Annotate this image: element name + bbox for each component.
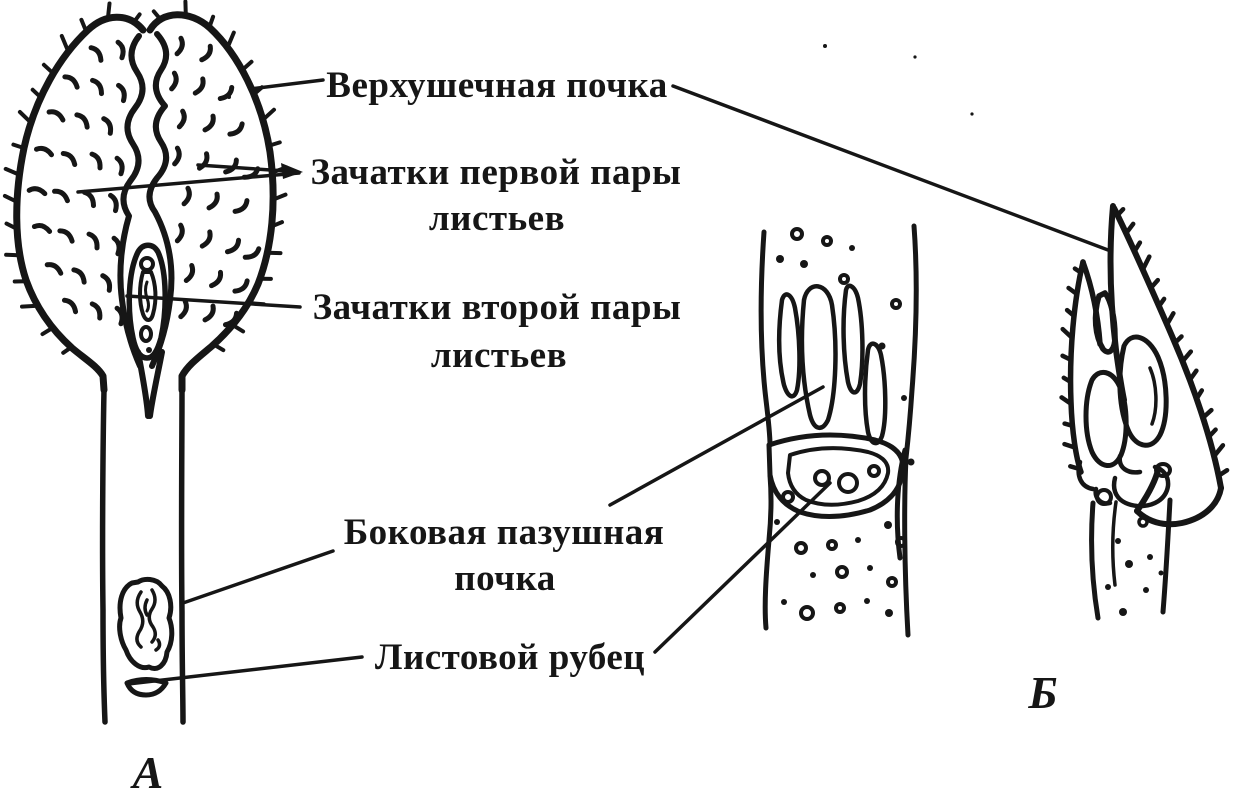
lateral-axillary-bud bbox=[117, 576, 175, 671]
twig-with-leaf-scar-drawing bbox=[758, 223, 919, 638]
twig-lenticels bbox=[774, 227, 915, 621]
panel-b-stem bbox=[1089, 497, 1173, 621]
leader-apical-to-panel-b bbox=[671, 84, 1110, 252]
panel-b-bud-drawing bbox=[1059, 203, 1230, 621]
leader-lines bbox=[76, 78, 1110, 686]
twig-axillary-bud bbox=[776, 283, 888, 446]
panel-a-stem bbox=[99, 387, 186, 725]
diagram-artwork bbox=[2, 0, 1230, 725]
label-first-pair-line1: Зачатки первой пары bbox=[311, 152, 682, 193]
leader-first-pair-short bbox=[196, 163, 287, 173]
label-second-pair-line1: Зачатки второй пары bbox=[313, 287, 682, 328]
leader-lateral-bud-right bbox=[608, 385, 825, 507]
leader-leaf-scar-right bbox=[653, 481, 832, 654]
bud-edge-hairs bbox=[2, 0, 289, 355]
panel-a-apical-bud-drawing bbox=[2, 0, 289, 725]
leader-first-pair-long bbox=[76, 171, 301, 194]
panel-b-lenticels bbox=[1105, 516, 1164, 616]
label-second-pair-line2: листьев bbox=[431, 335, 567, 376]
leader-leaf-scar-left bbox=[126, 655, 364, 686]
twig-leaf-scar bbox=[766, 432, 906, 520]
label-lateral-bud-line2: почка bbox=[454, 558, 556, 599]
figure-labels: Верхушечная почка Зачатки первой пары ли… bbox=[130, 65, 1058, 798]
leader-apical-left bbox=[248, 78, 325, 91]
bud-inner-leaves bbox=[1083, 334, 1169, 468]
bud-collar bbox=[1076, 453, 1172, 509]
panel-letter-a: А bbox=[130, 747, 164, 798]
label-lateral-bud-line1: Боковая пазушная bbox=[344, 512, 665, 553]
leader-arrowhead bbox=[281, 163, 303, 179]
scan-specks bbox=[227, 44, 974, 116]
scale-serrations bbox=[1059, 206, 1230, 478]
label-leaf-scar: Листовой рубец bbox=[375, 637, 645, 678]
leaf-scar-crescent bbox=[124, 677, 169, 698]
bud-hatching bbox=[26, 35, 262, 328]
bundle-scar-dots bbox=[813, 464, 881, 494]
leader-lateral-bud-left bbox=[181, 549, 335, 605]
apical-bud-outline bbox=[13, 11, 277, 394]
label-apical-bud: Верхушечная почка bbox=[326, 65, 667, 106]
label-first-pair-line2: листьев bbox=[429, 198, 565, 239]
leader-second-pair bbox=[125, 294, 302, 309]
second-pair-rudiment bbox=[126, 242, 168, 361]
panel-letter-b: Б bbox=[1027, 667, 1057, 718]
